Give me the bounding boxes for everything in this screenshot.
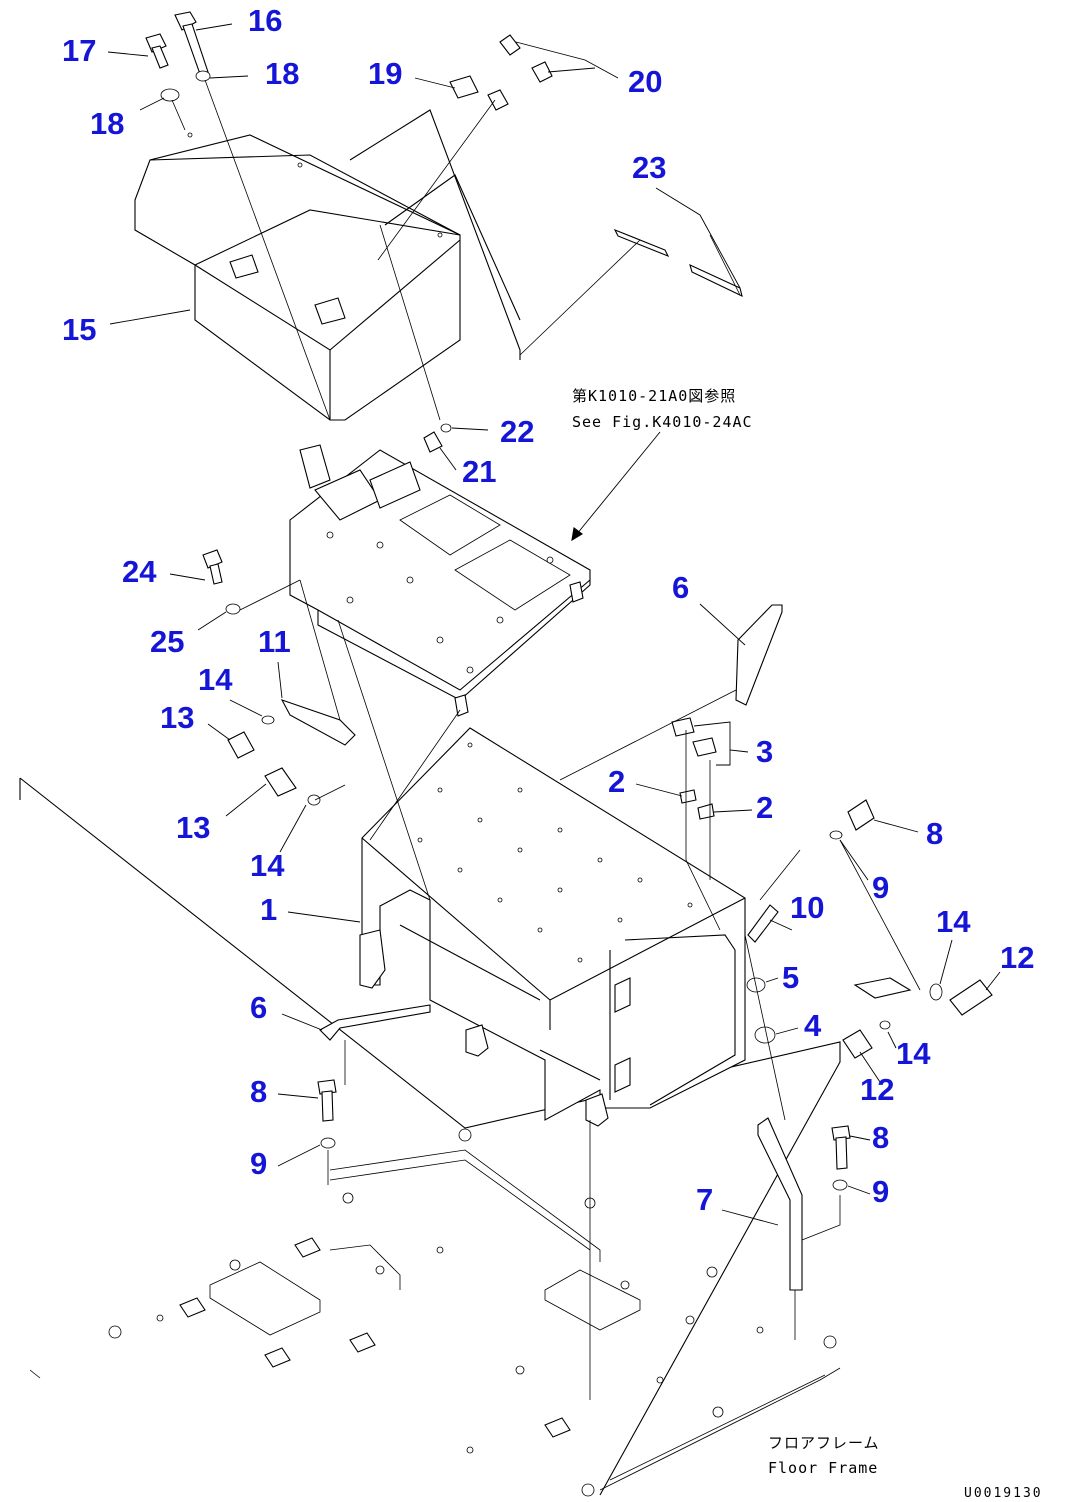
part-callout-14: 14 (936, 904, 971, 939)
bracket-10 (747, 904, 912, 999)
part-callout-8: 8 (250, 1074, 267, 1109)
part-callout-17: 17 (62, 33, 96, 68)
part-callout-18: 18 (90, 106, 124, 141)
floor-frame-label-jp: フロアフレーム (768, 1434, 880, 1452)
part-callout-9: 9 (872, 870, 889, 905)
part-callout-7: 7 (696, 1182, 713, 1217)
part-callout-10: 10 (790, 890, 824, 925)
top-cover (134, 132, 461, 421)
part-callout-8: 8 (926, 816, 943, 851)
part-callout-9: 9 (872, 1174, 889, 1209)
part-callout-6: 6 (672, 570, 689, 605)
leader-lines (107, 23, 1001, 1226)
assembly-lines (171, 79, 921, 1400)
lower-console-box (359, 727, 746, 1127)
part-callout-14: 14 (250, 848, 285, 883)
part-callout-5: 5 (782, 960, 799, 995)
part-callout-24: 24 (122, 554, 157, 589)
part-callout-2: 2 (608, 764, 625, 799)
part-callout-1: 1 (260, 892, 277, 927)
part-callout-22: 22 (500, 414, 534, 449)
part-callout-23: 23 (632, 150, 666, 185)
part-callout-16: 16 (248, 3, 282, 38)
part-callout-13: 13 (176, 810, 210, 845)
part-callout-15: 15 (62, 312, 96, 347)
part-callout-13: 13 (160, 700, 194, 735)
part-callout-11: 11 (258, 624, 291, 659)
middle-plate-assembly (289, 444, 591, 717)
part-callout-21: 21 (462, 454, 496, 489)
reference-arrow (571, 431, 661, 542)
part-callout-12: 12 (860, 1072, 894, 1107)
floor-frame-plate (19, 777, 841, 1497)
reference-note-jp: 第K1010-21A0図参照 (572, 387, 736, 405)
part-callout-9: 9 (250, 1146, 267, 1181)
bracket-7 (757, 1117, 803, 1291)
part-callout-25: 25 (150, 624, 184, 659)
part-callout-20: 20 (628, 64, 662, 99)
figure-id: U0019130 (964, 1486, 1043, 1501)
reference-note-en: See Fig.K4010-24AC (572, 413, 753, 431)
bar-6-lower (319, 1004, 431, 1041)
fasteners (145, 11, 993, 1191)
part-callout-14: 14 (896, 1036, 931, 1071)
part-callout-2: 2 (756, 790, 773, 825)
bracket-11 (280, 699, 356, 746)
part-callout-12: 12 (1000, 940, 1034, 975)
bar-6-upper (735, 604, 783, 706)
part-callout-6: 6 (250, 990, 267, 1025)
part-callout-14: 14 (198, 662, 233, 697)
part-callout-4: 4 (804, 1008, 822, 1043)
part-callout-3: 3 (756, 734, 773, 769)
part-callout-18: 18 (265, 56, 299, 91)
floor-frame-label-en: Floor Frame (768, 1459, 878, 1477)
part-callout-8: 8 (872, 1120, 889, 1155)
part-callout-19: 19 (368, 56, 402, 91)
